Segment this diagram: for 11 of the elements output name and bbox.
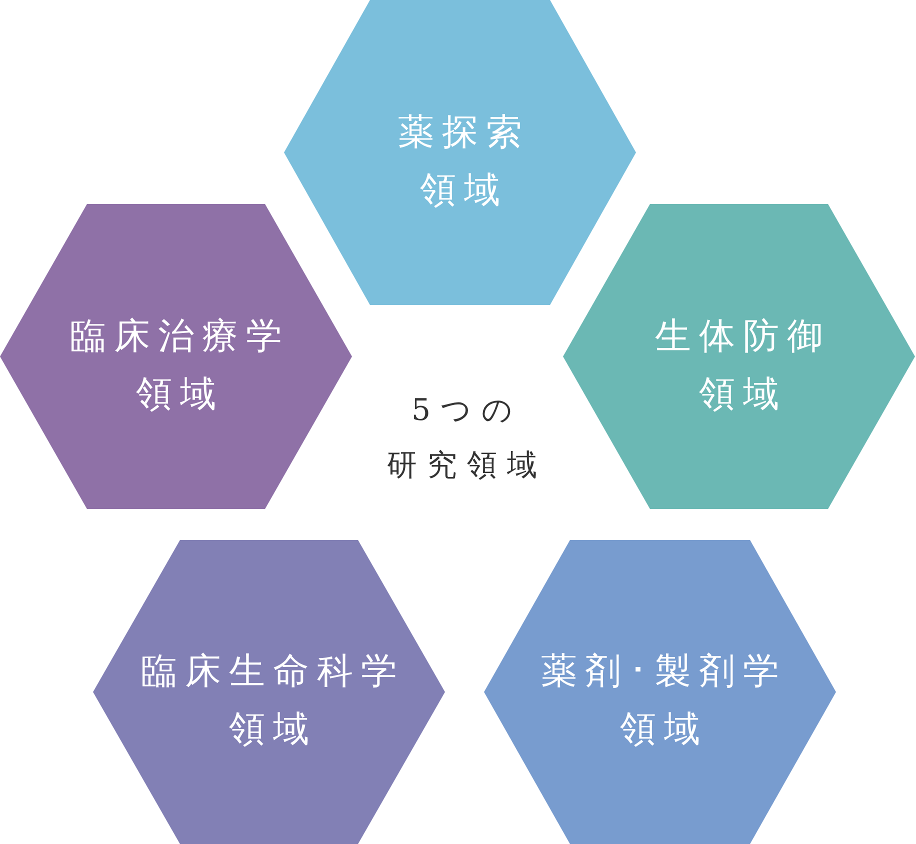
area-label: 生体防御領域	[654, 314, 832, 416]
hexagon	[484, 540, 836, 844]
area-label: 薬探索領域	[397, 110, 531, 212]
hexagon	[0, 204, 352, 509]
area-label: 臨床生命科学領域	[140, 650, 406, 752]
center-label: 5つの研究領域	[386, 392, 547, 485]
hexagon	[284, 0, 636, 305]
hexagon	[563, 204, 915, 509]
area-label: 臨床治療学領域	[69, 314, 291, 416]
area-label: 薬剤･製剤学領域	[540, 650, 788, 752]
hexagon	[93, 540, 445, 844]
